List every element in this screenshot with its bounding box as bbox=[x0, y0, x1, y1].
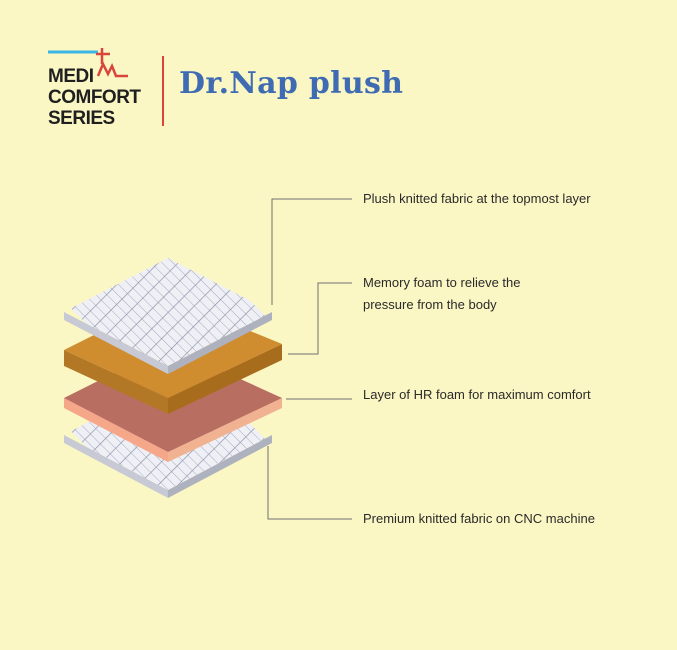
callout-hr-foam: Layer of HR foam for maximum comfort bbox=[363, 387, 591, 402]
leader-line-premium bbox=[267, 446, 352, 520]
product-title: Dr.Nap plush bbox=[179, 66, 404, 101]
callout-memory-foam-line1: Memory foam to relieve the bbox=[363, 275, 521, 290]
brand-logo: MEDI COMFORT SERIES bbox=[48, 48, 168, 129]
brand-line-series: SERIES bbox=[48, 108, 115, 129]
callout-memory-foam-line2: pressure from the body bbox=[363, 297, 497, 312]
leader-line-memory bbox=[288, 282, 352, 355]
leader-line-plush bbox=[271, 198, 352, 305]
brand-line-medi: MEDI bbox=[48, 66, 94, 87]
header-divider bbox=[162, 56, 164, 126]
brand-mark-icon bbox=[48, 48, 128, 78]
callout-plush-fabric: Plush knitted fabric at the topmost laye… bbox=[363, 191, 591, 206]
brand-line-comfort: COMFORT bbox=[48, 87, 141, 108]
callout-premium-fabric: Premium knitted fabric on CNC machine bbox=[363, 511, 595, 526]
callout-memory-foam: Memory foam to relieve the pressure from… bbox=[363, 272, 521, 316]
plush-fabric-layer bbox=[64, 258, 272, 374]
